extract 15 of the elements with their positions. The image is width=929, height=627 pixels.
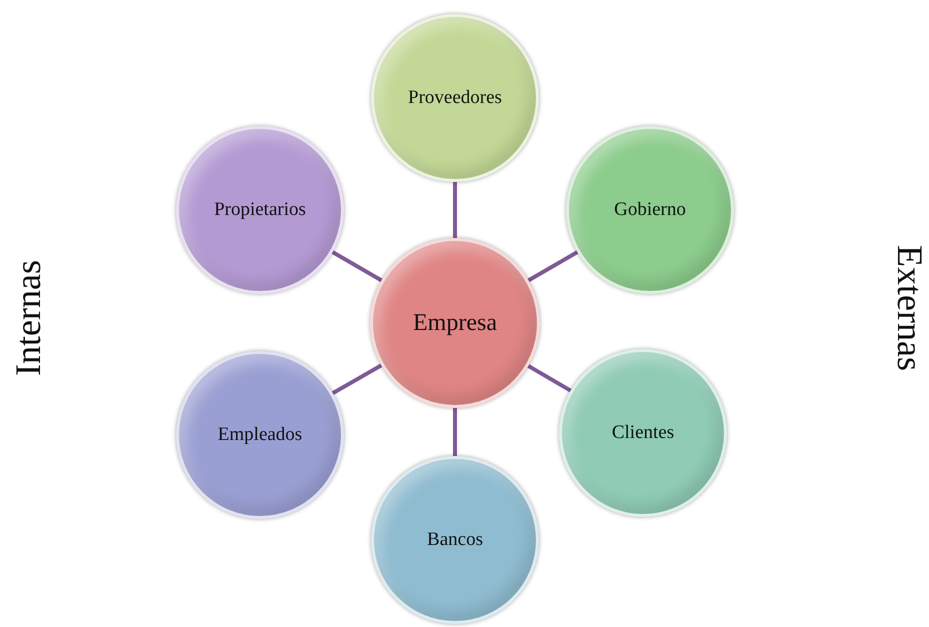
node-label: Clientes bbox=[612, 422, 674, 444]
node-label: Proveedores bbox=[408, 87, 502, 109]
connector-line bbox=[528, 250, 578, 282]
connector-line bbox=[453, 408, 457, 456]
node-label: Propietarios bbox=[214, 199, 306, 221]
node-label: Empleados bbox=[218, 424, 302, 446]
node-label: Empresa bbox=[413, 310, 497, 336]
connector-line bbox=[453, 182, 457, 238]
side-label: Internas bbox=[6, 260, 49, 376]
node-label: Gobierno bbox=[614, 199, 686, 221]
connector-line bbox=[527, 364, 572, 392]
node-label: Bancos bbox=[427, 529, 483, 551]
connector-line bbox=[332, 250, 382, 282]
connector-line bbox=[332, 364, 382, 395]
side-label: Externas bbox=[888, 245, 929, 371]
